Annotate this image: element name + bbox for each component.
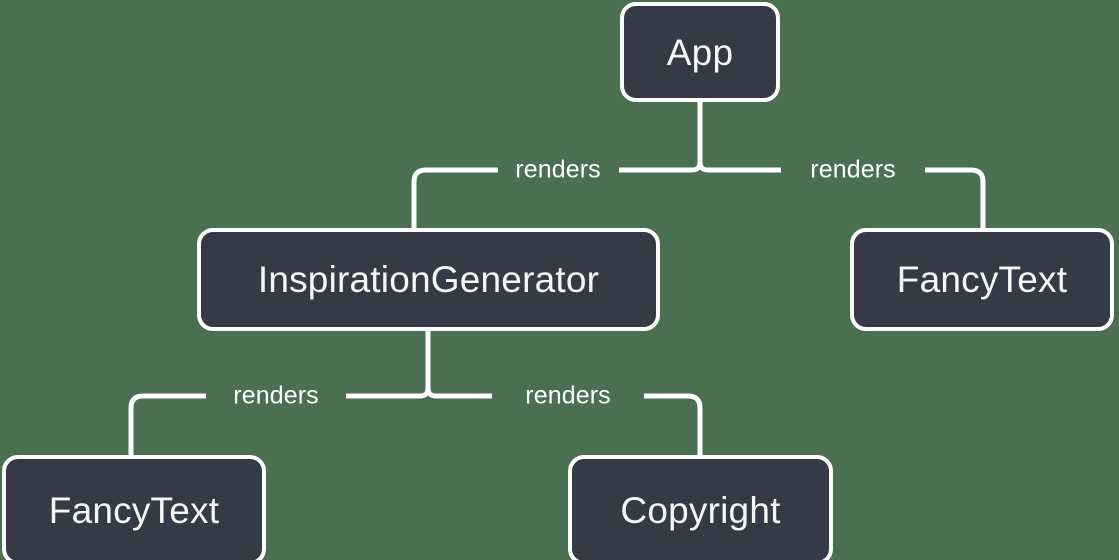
node-inspiration-generator[interactable]: InspirationGenerator [197, 228, 660, 331]
edge-label-app-to-fancytext-right: renders [810, 155, 896, 184]
edge-inspgen-to-copyright-run [644, 393, 703, 455]
node-inspiration-generator-label: InspirationGenerator [257, 259, 600, 300]
node-fancytext-left[interactable]: FancyText [2, 455, 266, 560]
edge-app-to-inspgen [619, 161, 703, 173]
node-copyright[interactable]: Copyright [568, 455, 833, 560]
edge-app-to-fancytext-right-run [925, 167, 986, 228]
node-fancytext-right[interactable]: FancyText [850, 228, 1114, 331]
edge-app-to-fancytext-right [697, 161, 781, 173]
edge-inspgen-to-fancytext-left [346, 387, 431, 399]
node-fancytext-left-label: FancyText [48, 489, 220, 531]
edge-inspgen-to-copyright [425, 387, 492, 399]
edge-inspgen-to-fancytext-left-run [128, 393, 206, 455]
edge-label-inspiration-generator-to-copyright: renders [525, 381, 611, 410]
node-app-label: App [666, 31, 734, 73]
node-app[interactable]: App [620, 2, 780, 102]
node-fancytext-right-label: FancyText [896, 259, 1068, 300]
edge-label-app-to-inspiration-generator: renders [515, 155, 601, 184]
edge-label-inspiration-generator-to-fancytext-left: renders [233, 381, 319, 410]
edge-app-to-inspgen-left-run [411, 167, 498, 228]
node-copyright-label: Copyright [620, 489, 781, 531]
